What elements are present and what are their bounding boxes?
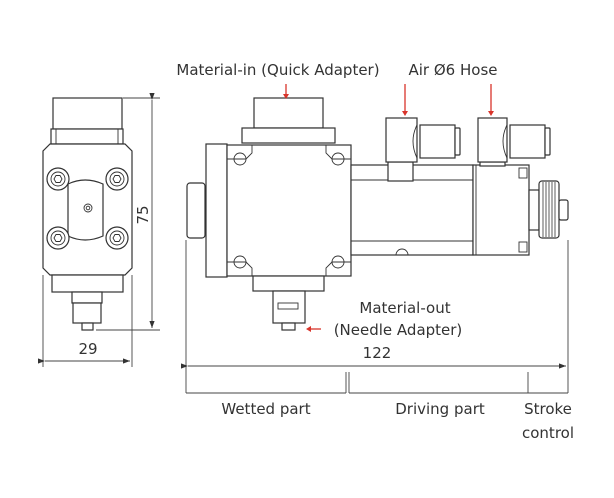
dimension-29: 29 <box>37 275 133 367</box>
dimension-29-label: 29 <box>78 340 97 358</box>
air-hose-label: Air Ø6 Hose <box>409 61 498 79</box>
front-bottom-block <box>51 274 124 293</box>
front-center-plate <box>67 179 104 241</box>
front-nozzle <box>71 291 103 304</box>
air-fitting-2 <box>477 117 551 167</box>
adapter-collar <box>241 127 336 144</box>
left-plate <box>205 143 228 278</box>
front-center-port <box>83 203 93 213</box>
front-top-cap <box>52 97 123 130</box>
wetted-part-label: Wetted part <box>221 400 310 418</box>
side-view <box>186 97 569 331</box>
material-in-label: Material-in (Quick Adapter) <box>176 61 379 79</box>
outlet-block <box>252 275 325 292</box>
front-collar <box>50 128 124 145</box>
stroke-knob-collar <box>528 189 540 231</box>
left-knob <box>186 182 206 239</box>
dimension-75-label: 75 <box>134 205 152 224</box>
material-in-adapter <box>253 97 324 129</box>
driving-part-label: Driving part <box>395 400 485 418</box>
bolt-icons <box>46 167 129 250</box>
stroke-control-label-2: control <box>522 424 574 442</box>
wetted-block <box>226 144 352 277</box>
stroke-housing <box>472 164 530 256</box>
dimension-122: 122 <box>180 240 569 394</box>
front-view <box>42 97 133 331</box>
dimension-75: 75 <box>96 92 160 331</box>
needle-adapter-label: (Needle Adapter) <box>334 321 463 339</box>
arrow-icons <box>283 84 494 332</box>
stroke-control-label-1: Stroke <box>524 400 572 418</box>
dimension-122-label: 122 <box>363 344 392 362</box>
material-out-label: Material-out <box>359 299 450 317</box>
air-fitting-1 <box>385 117 461 182</box>
